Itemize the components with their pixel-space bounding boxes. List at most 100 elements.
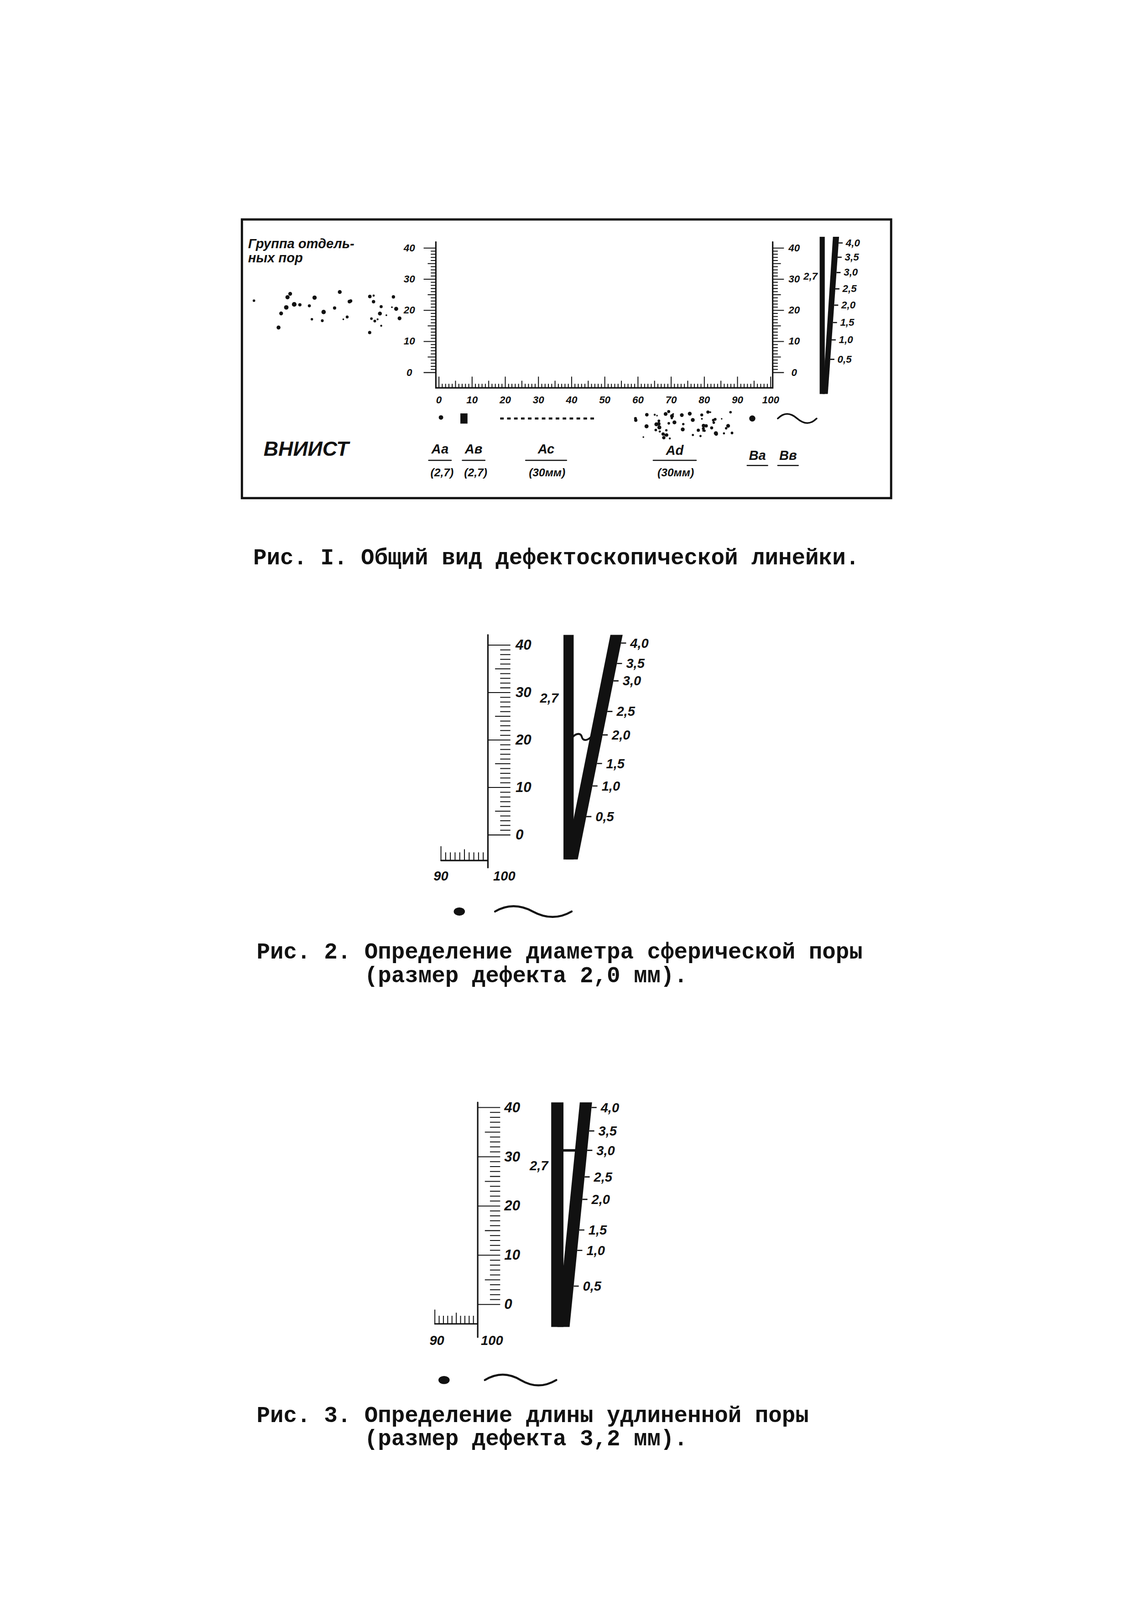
pore-dot bbox=[279, 311, 283, 316]
pore-marker bbox=[563, 1149, 577, 1152]
label-underline bbox=[428, 460, 799, 466]
pore-dot bbox=[726, 423, 730, 428]
pore-dot bbox=[668, 437, 671, 440]
taper-number: 2,0 bbox=[611, 728, 631, 743]
pore-dot bbox=[667, 410, 671, 414]
pore-dot bbox=[460, 413, 468, 424]
pore-dot bbox=[377, 311, 382, 316]
scale-number: 30 bbox=[515, 685, 532, 701]
pore-dot bbox=[653, 413, 656, 416]
pore-dot bbox=[397, 316, 402, 321]
pore-chain bbox=[562, 417, 567, 420]
pore-chain bbox=[534, 417, 539, 420]
pore-dot bbox=[713, 417, 717, 421]
pore-dot bbox=[252, 299, 256, 303]
ruler-frame bbox=[241, 219, 892, 499]
pore-dot bbox=[321, 309, 326, 315]
pore-dot bbox=[667, 422, 671, 425]
scale-number: 30 bbox=[788, 273, 800, 285]
pore-chain bbox=[555, 417, 560, 420]
taper-bar bbox=[822, 236, 840, 395]
taper-number: 1,0 bbox=[601, 779, 621, 794]
pore-dot bbox=[291, 302, 297, 307]
taper-number: 3,5 bbox=[844, 251, 860, 263]
generated-marks bbox=[252, 242, 843, 1324]
figure-caption: Рис. 3. Определение длины удлиненной пор… bbox=[364, 1404, 877, 1452]
defect-code: Вв bbox=[779, 448, 798, 463]
pore-dot bbox=[370, 317, 373, 321]
taper-ticks bbox=[573, 242, 843, 1287]
scale-number: 60 bbox=[632, 394, 644, 406]
pore-dot bbox=[390, 306, 393, 308]
scale-number: 50 bbox=[599, 394, 611, 406]
taper-number: 0,5 bbox=[837, 354, 852, 365]
pore-dot bbox=[690, 417, 695, 423]
scale-number: 40 bbox=[515, 637, 532, 653]
taper-number: 2,0 bbox=[841, 299, 856, 311]
taper-number: 3,0 bbox=[622, 673, 642, 688]
scale-number: 90 bbox=[433, 868, 449, 883]
pore-dot bbox=[337, 290, 342, 295]
pore-dot bbox=[645, 412, 649, 417]
pore-dot bbox=[285, 295, 290, 300]
taper-number: 4,0 bbox=[630, 635, 649, 651]
scale-number: 30 bbox=[532, 394, 545, 406]
pore-dot bbox=[284, 305, 289, 310]
scale-ticks bbox=[441, 846, 489, 861]
scale-number: 0 bbox=[406, 367, 412, 379]
defect-code: Ва bbox=[748, 448, 766, 463]
pore-dot bbox=[372, 294, 376, 298]
pore-dot bbox=[310, 317, 313, 321]
scale-number: 0 bbox=[436, 394, 442, 406]
pore-dot bbox=[730, 431, 734, 435]
pore-chain bbox=[514, 417, 518, 420]
pore-marker bbox=[572, 734, 591, 741]
taper-bar bbox=[565, 635, 623, 860]
defect-code: Ав bbox=[464, 442, 483, 457]
pore-chain bbox=[583, 417, 588, 420]
taper-number: 2,0 bbox=[591, 1192, 610, 1207]
pore-dot bbox=[729, 411, 732, 414]
taper-number: 4,0 bbox=[845, 237, 860, 249]
pore-dot bbox=[379, 305, 383, 309]
defect-size: (30мм) bbox=[657, 466, 694, 479]
scale-number: 40 bbox=[788, 242, 800, 254]
pore-dot bbox=[664, 433, 669, 438]
scale-number: 30 bbox=[403, 273, 416, 285]
pore-dot bbox=[670, 414, 674, 418]
taper-number: 3,0 bbox=[596, 1143, 615, 1158]
pore-dot bbox=[702, 429, 704, 432]
scale-number: 20 bbox=[403, 304, 416, 316]
pore-dot bbox=[656, 414, 658, 417]
elongated-pore-mark bbox=[484, 1374, 557, 1386]
taper-number: 0,5 bbox=[583, 1279, 602, 1294]
pore-dot bbox=[391, 295, 396, 299]
scale-number: 20 bbox=[504, 1198, 521, 1214]
pore-dot bbox=[368, 294, 372, 299]
pore-dot bbox=[298, 302, 302, 307]
pore-dot bbox=[699, 434, 702, 438]
taper-number: 2,5 bbox=[616, 704, 635, 719]
pore-dot bbox=[385, 314, 388, 317]
scale-number: 40 bbox=[565, 394, 578, 406]
pore-dot bbox=[312, 295, 317, 300]
pore-dot bbox=[634, 416, 637, 420]
pore-dot bbox=[709, 411, 712, 414]
scale-ticks bbox=[477, 1107, 501, 1305]
taper-number: 1,0 bbox=[839, 334, 854, 346]
pore-dot bbox=[706, 410, 710, 414]
scale-ticks bbox=[423, 248, 437, 373]
pore-dot bbox=[722, 432, 725, 435]
taper-number: 0,5 bbox=[595, 809, 614, 824]
pore-dot bbox=[714, 432, 719, 437]
pore-dot bbox=[720, 417, 723, 420]
pore-dot bbox=[438, 1375, 450, 1385]
pore-chain bbox=[576, 417, 581, 420]
scale-number: 80 bbox=[698, 394, 710, 406]
reference-mark: 2,7 bbox=[529, 1158, 548, 1173]
pore-chain bbox=[521, 417, 525, 420]
defect-code: Ас bbox=[537, 442, 555, 457]
defect-size: (2,7) bbox=[463, 466, 488, 479]
scale-ticks bbox=[434, 1309, 478, 1324]
pore-dot bbox=[288, 291, 292, 296]
